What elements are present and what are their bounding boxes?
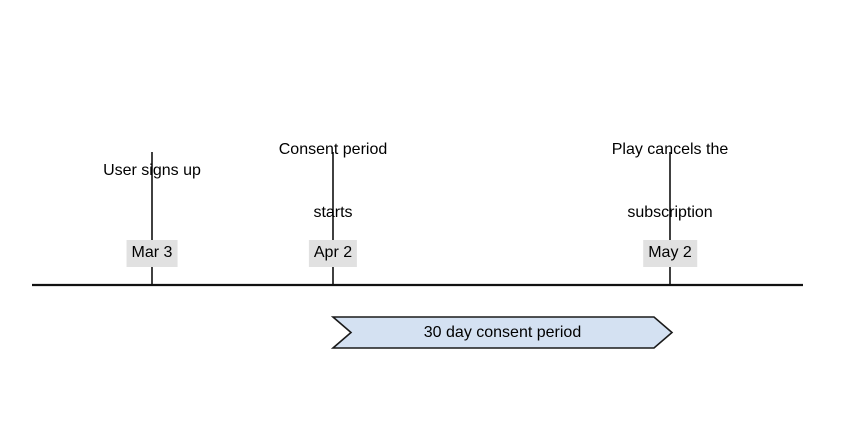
consent-period-banner-shape (330, 316, 674, 349)
date-chip-consent-start: Apr 2 (308, 240, 358, 267)
date-chip-signup: Mar 3 (126, 240, 178, 267)
event-label-signup-line1: User signs up (103, 162, 201, 179)
event-label-play-cancels-line2: subscription (627, 204, 713, 221)
event-label-consent-start-line1: Consent period (278, 141, 388, 158)
event-label-consent-start-line2: starts (313, 204, 353, 221)
event-label-play-cancels-line1: Play cancels the (611, 141, 729, 158)
event-label-signup: User signs up (52, 118, 252, 223)
date-chip-play-cancels: May 2 (643, 240, 697, 267)
event-label-play-cancels: Play cancels the subscription (550, 97, 790, 265)
event-label-consent-start: Consent period starts (223, 97, 443, 265)
consent-period-banner-label: 30 day consent period (423, 323, 582, 341)
